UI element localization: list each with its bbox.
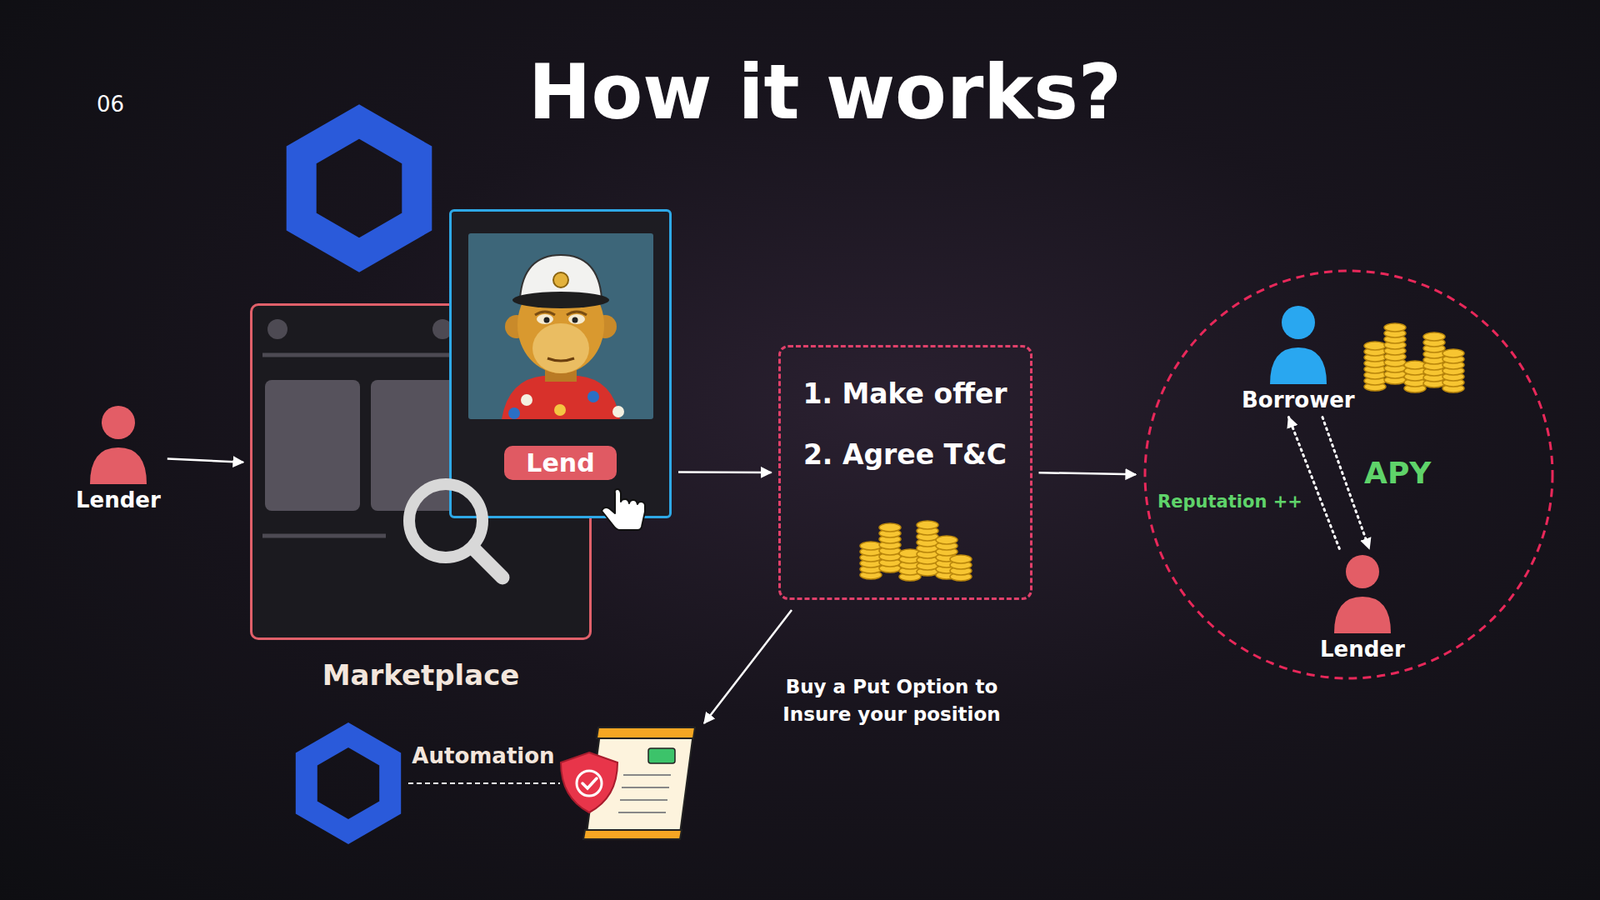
marketplace-mockup-part [265, 380, 360, 511]
magnifier-icon-part [473, 548, 503, 578]
coin-stacks-part [916, 520, 939, 530]
person-label: Lender [1320, 636, 1405, 662]
offer-box: 1. Make offer 2. Agree T&C [778, 345, 1033, 600]
nft-ape-image-part [553, 272, 569, 288]
shield-icon [560, 752, 618, 813]
marketplace-label: Marketplace [322, 658, 520, 692]
person-icon-part [90, 447, 147, 485]
person-icon-part [101, 405, 135, 440]
coin-stacks-part [1404, 360, 1426, 370]
nft-ape-image-part [543, 317, 550, 324]
nft-ape-image-part [501, 375, 620, 420]
magnifier-icon [409, 484, 503, 578]
magnifier-icon-part [409, 484, 483, 558]
circle-outline-part [1145, 270, 1553, 679]
automation-dashed-line [408, 783, 560, 785]
edge-label: Reputation ++ [1157, 491, 1303, 512]
coin-stacks-part [935, 535, 958, 545]
nft-ape-image [468, 233, 654, 420]
put-option-note: Buy a Put Option to Insure your position [762, 673, 1021, 730]
chainlink-logo-top [301, 121, 418, 255]
automation-label: Automation [411, 743, 555, 769]
insurance-document-part [618, 811, 666, 814]
insurance-document-part [583, 830, 682, 840]
nft-ape-image-part [568, 314, 585, 325]
coin-stacks-part [879, 523, 901, 532]
insurance-document-part [620, 799, 668, 801]
nft-ape-image-part [554, 404, 566, 416]
person-icon-part [1281, 305, 1315, 340]
step-text: 1. Make offer [802, 377, 1007, 410]
edge-label: APY [1364, 455, 1431, 490]
coin-stacks-part [1442, 349, 1465, 358]
label-wrap: Buy a Put Option to Insure your position [762, 673, 1021, 730]
person-label: Lender [75, 487, 161, 513]
insurance-document-part [623, 774, 671, 776]
nft-ape-image-part [536, 314, 554, 325]
shield-icon-part [582, 778, 597, 789]
flow-arrow [167, 458, 244, 462]
chainlink-logo-top-part [301, 121, 418, 255]
nft-ape-image-part [547, 358, 575, 361]
nft-ape-image-part [468, 233, 654, 420]
person-node: Lender [75, 404, 161, 513]
nft-ape-image-part [508, 407, 520, 420]
label-wrap: 06 [96, 91, 125, 117]
shield-icon-part [560, 752, 618, 813]
step-text: 2. Agree T&C [803, 438, 1007, 471]
leader-arrow [704, 610, 792, 724]
nft-ape-image-part [571, 317, 578, 324]
leader-arrow-part [704, 610, 792, 724]
title-wrap: How it works? [528, 48, 1122, 136]
coin-stacks-part [860, 541, 882, 550]
person-icon-part [1345, 555, 1380, 589]
marketplace-mockup-part [262, 534, 386, 539]
flow-arrow [1038, 472, 1136, 475]
nft-ape-image-part [512, 291, 610, 309]
chainlink-logo-bottom-part [306, 735, 390, 832]
title: How it works? [528, 48, 1122, 136]
person-node: Borrower [1241, 304, 1355, 413]
page-number: 06 [96, 91, 125, 117]
nft-ape-image-part [532, 323, 590, 374]
insurance-document-part [621, 786, 670, 789]
label-wrap: Automation [411, 743, 555, 769]
cursor-hand-part [601, 489, 645, 530]
coin-stacks-part [1423, 332, 1445, 341]
person-icon [1330, 553, 1395, 634]
nft-ape-image-part [520, 394, 533, 406]
person-icon-part [1334, 596, 1391, 634]
edge-label-wrap: Reputation ++ [1157, 491, 1303, 512]
coin-stacks-part [1364, 341, 1386, 350]
dotted-arrow [1322, 417, 1370, 550]
person-icon [86, 404, 150, 485]
marketplace-mockup-part [267, 319, 288, 340]
flow-arrow [678, 470, 772, 474]
dotted-arrow [1288, 417, 1340, 550]
person-icon [1266, 304, 1330, 385]
insurance-document-part [596, 727, 695, 739]
coin-stacks-part [950, 555, 972, 564]
coin-stacks-part [1384, 323, 1406, 332]
chainlink-logo-bottom [306, 735, 390, 832]
person-icon-part [1270, 347, 1327, 385]
person-label: Borrower [1241, 387, 1355, 413]
relationship-circle: BorrowerLender [1142, 268, 1555, 681]
nft-ape-image-part [535, 311, 587, 315]
person-node: Lender [1320, 553, 1405, 662]
nft-ape-image-part [612, 405, 625, 418]
shield-icon-part [576, 770, 602, 796]
edge-label-wrap: APY [1364, 455, 1431, 490]
automation-dashed-line-part [408, 782, 560, 785]
nft-ape-image-part [587, 390, 600, 403]
insurance-document-part [648, 748, 675, 764]
nft-card: Lend [449, 209, 672, 519]
lend-button: Lend [504, 445, 616, 480]
cursor-hand [601, 489, 645, 530]
